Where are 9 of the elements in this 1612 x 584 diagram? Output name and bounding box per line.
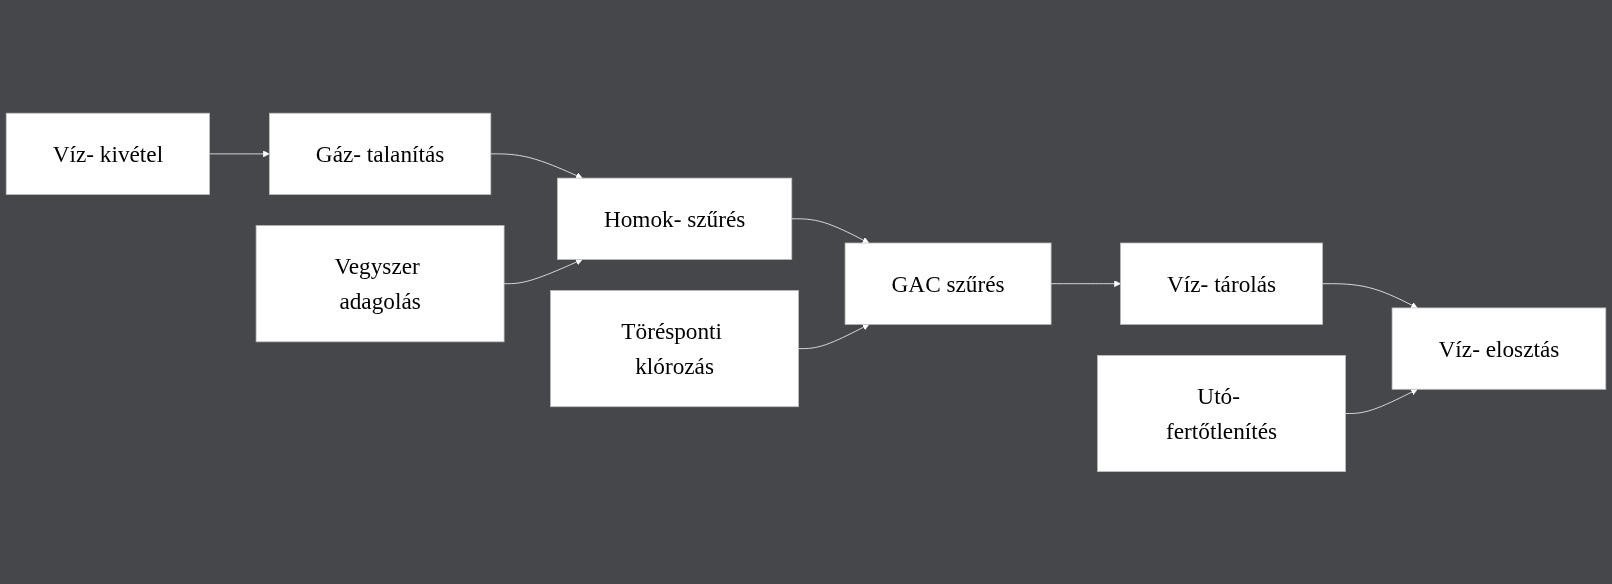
node-box: Víz- elosztás xyxy=(1391,307,1607,390)
node-box: Homok- szűrés xyxy=(557,177,793,260)
node-box: Vegyszer adagolás xyxy=(255,224,505,342)
node-box: Törésponti klórozás xyxy=(550,289,799,407)
node-box: Víz- kivétel xyxy=(5,112,210,195)
node-box: GAC szűrés xyxy=(844,242,1052,325)
node-box: Utó- fertőtlenítés xyxy=(1097,354,1346,472)
node-box: Víz- tárolás xyxy=(1120,242,1323,325)
node-box: Gáz- talanítás xyxy=(269,112,492,195)
